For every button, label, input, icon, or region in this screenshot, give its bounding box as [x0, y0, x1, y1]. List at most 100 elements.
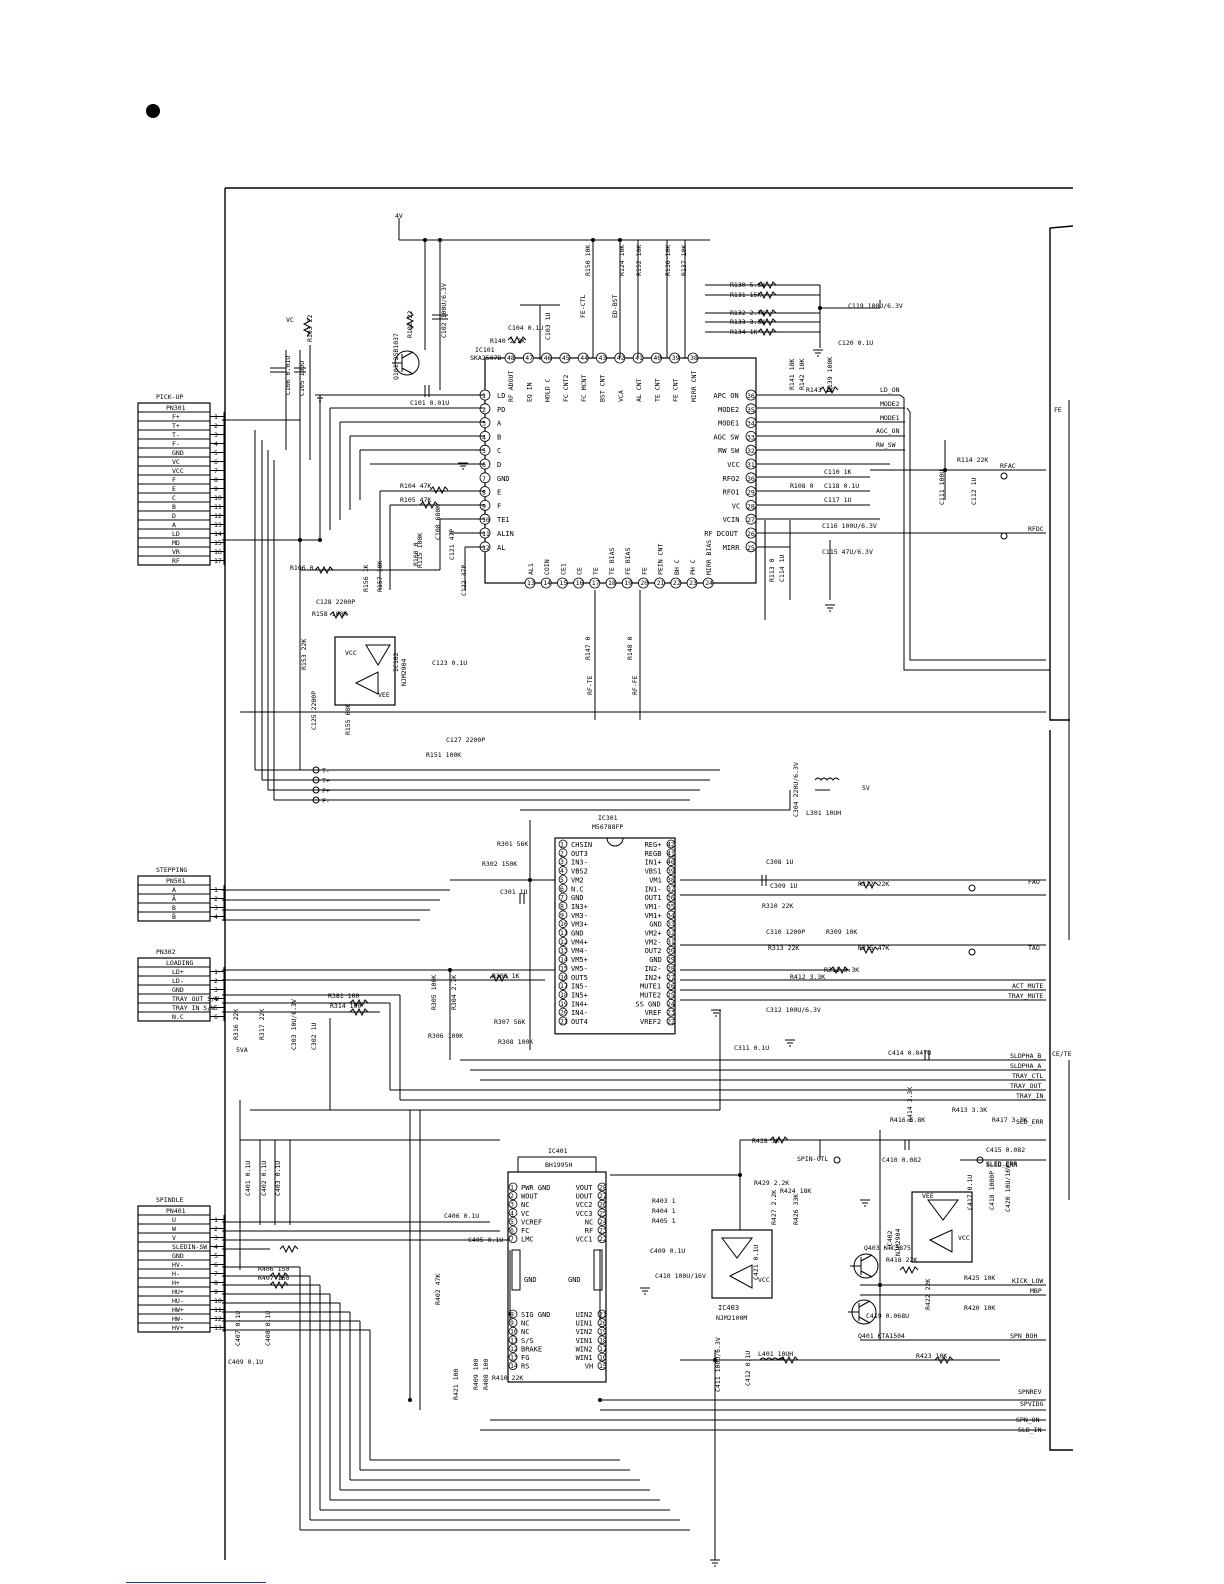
component-designator: R106 0 [290, 564, 314, 572]
ic401-pin-label: NC [521, 1328, 529, 1336]
ic101-bottom-pin-num: 23 [689, 579, 697, 587]
ic301-right-pin-num: 36 [667, 894, 675, 902]
connector-pin-number: 6 [214, 1261, 218, 1269]
connector-pin-number: 5 [214, 449, 218, 457]
connector-pin-label: LD [172, 530, 180, 538]
component-designator: R418 22K [886, 1256, 917, 1264]
ic401-pin-label: VCC2 [576, 1201, 593, 1209]
connector-pin-label: LD- [172, 977, 184, 985]
ic301-right-pin-label: MUTE2 [640, 991, 661, 999]
ic101-right-pin-num: 34 [747, 420, 755, 428]
signal-label-fao: FAO [1028, 878, 1040, 886]
ic101-top-pin-num: 42 [617, 354, 625, 362]
connector-pin-number: 4 [214, 995, 218, 1003]
component-designator: R306 100K [428, 1032, 463, 1040]
connector-pin-label: F- [172, 440, 180, 448]
connector-title: SPINDLE [156, 1196, 183, 1204]
component-designator: C402 0.1U [260, 1161, 268, 1196]
ic301-right-pin-num: 37 [667, 885, 675, 893]
ic301-right-pin-num: 41 [667, 849, 675, 857]
ic401-pin-label: PWR GND [521, 1184, 551, 1192]
ic101-top-pin-label: MIRR CNT [690, 371, 698, 402]
tap-label: T+ [322, 777, 330, 785]
component-designator: C303 10U/6.3V [290, 999, 298, 1050]
ic301-right-pin-num: 30 [667, 947, 675, 955]
connector-pin-number: 3 [214, 904, 218, 912]
connector-pin-number: 3 [214, 431, 218, 439]
ic401-pin-label: NC [521, 1320, 529, 1328]
passive-components [269, 280, 954, 1365]
connector-pin-label: H+ [172, 1279, 180, 1287]
svg-text:VCC: VCC [758, 1276, 770, 1284]
component-designator: C127 2200P [446, 736, 485, 744]
component-designator: C407 0.1U [234, 1311, 242, 1346]
sled-err-label: SLED-ERR [986, 1161, 1017, 1169]
component-designator: R301 56K [497, 840, 528, 848]
component-designator: R155 68K [344, 704, 352, 735]
connector-pin-number: 4 [214, 440, 218, 448]
connector-pin-number: 7 [214, 467, 218, 475]
component-designator: C415 0.082 [986, 1146, 1025, 1154]
connector-pin-number: 6 [214, 1013, 218, 1021]
ic401-pin-num: 3 [510, 1201, 514, 1209]
ic301-left-pin-label: VM4- [571, 947, 588, 955]
component-designator: R132 2.7K [730, 309, 765, 317]
connector-title: PICK-UP [156, 393, 183, 401]
component-designator: C412 0.1U [744, 1351, 752, 1386]
ic401-pin-num: 28 [599, 1184, 607, 1192]
ic101-left-pin-num: 9 [482, 502, 486, 510]
component-designator: R420 10K [964, 1304, 995, 1312]
ic301-part: M56788FP [592, 823, 623, 831]
transistor-q403 [850, 1253, 879, 1279]
connector-pin-label: T- [172, 431, 180, 439]
ic101-bottom-pin-num: 24 [705, 579, 713, 587]
component-designator: R141 18K [788, 359, 796, 390]
component-designator: R103 22 [306, 315, 314, 342]
ic301-right-pin-num: 34 [667, 911, 675, 919]
ic401-pin-label: UIN1 [576, 1320, 593, 1328]
component-designator: C304 220U/6.3V [792, 762, 800, 817]
ic301-right-pin-label: IN2- [645, 965, 662, 973]
component-designator: R421 100 [452, 1369, 460, 1400]
ic401-pin-num: 13 [510, 1354, 518, 1362]
component-designator: R133 3.3K [730, 318, 765, 326]
component-designator: R115 100K [416, 533, 424, 568]
component-designator: R157 10K [376, 561, 384, 592]
ic101-left-pin-num: 2 [482, 406, 486, 414]
ic101-bottom-pin-label: BH C [673, 559, 681, 575]
ic402-part: NJM2904 [894, 1229, 902, 1256]
signal-label-sld-in: SLD_IN [1018, 1426, 1042, 1434]
ic403-part: NJM2100M [716, 1314, 747, 1322]
component-designator: R429 2.2K [754, 1179, 789, 1187]
connector-pin-label: HU- [172, 1297, 184, 1305]
rf-fe-label: RF-FE [631, 675, 639, 695]
component-designator: R147 0 [584, 636, 592, 660]
signal-label-mode2: MODE2 [880, 400, 900, 408]
connector-pin-label: RF [172, 557, 180, 565]
ic301-left-pin-num: 14 [560, 956, 568, 964]
component-designator: C118 0.1U [824, 482, 859, 490]
ic101-left-pin-num: 3 [482, 420, 486, 428]
ic101-right-pin-label: RF DCOUT [704, 530, 739, 538]
ic401-pin-num: 18 [599, 1336, 607, 1344]
component-designator: R314 100 [330, 1002, 361, 1010]
component-designator: R160 0 [412, 542, 420, 566]
signal-label-sldpha-a: SLDPHA_A [1010, 1062, 1041, 1070]
component-designator: C403 0.1U [274, 1161, 282, 1196]
ic301-left-pin-label: VM3+ [571, 921, 588, 929]
ic301-ref: IC301 [598, 814, 618, 822]
signal-label-spn-on: SPN_ON [1016, 1416, 1040, 1424]
connector-pin-label: B̄ [172, 912, 176, 921]
ic301-left-pin-num: 5 [560, 876, 564, 884]
signal-label-spvidg: SPVIDG [1020, 1400, 1044, 1408]
signal-label-sldpha-b: SLDPHA_B [1010, 1052, 1041, 1060]
ic101-top-pin-label: FC MCNT [580, 375, 588, 402]
component-designator: R423 10K [916, 1352, 947, 1360]
ic301-right-pin-num: 39 [667, 867, 675, 875]
signal-label-rw-sw: RW_SW [876, 441, 896, 449]
signal-label-act-mute: ACT_MUTE [1012, 982, 1043, 990]
component-designator: C419 0.068U [866, 1312, 909, 1320]
